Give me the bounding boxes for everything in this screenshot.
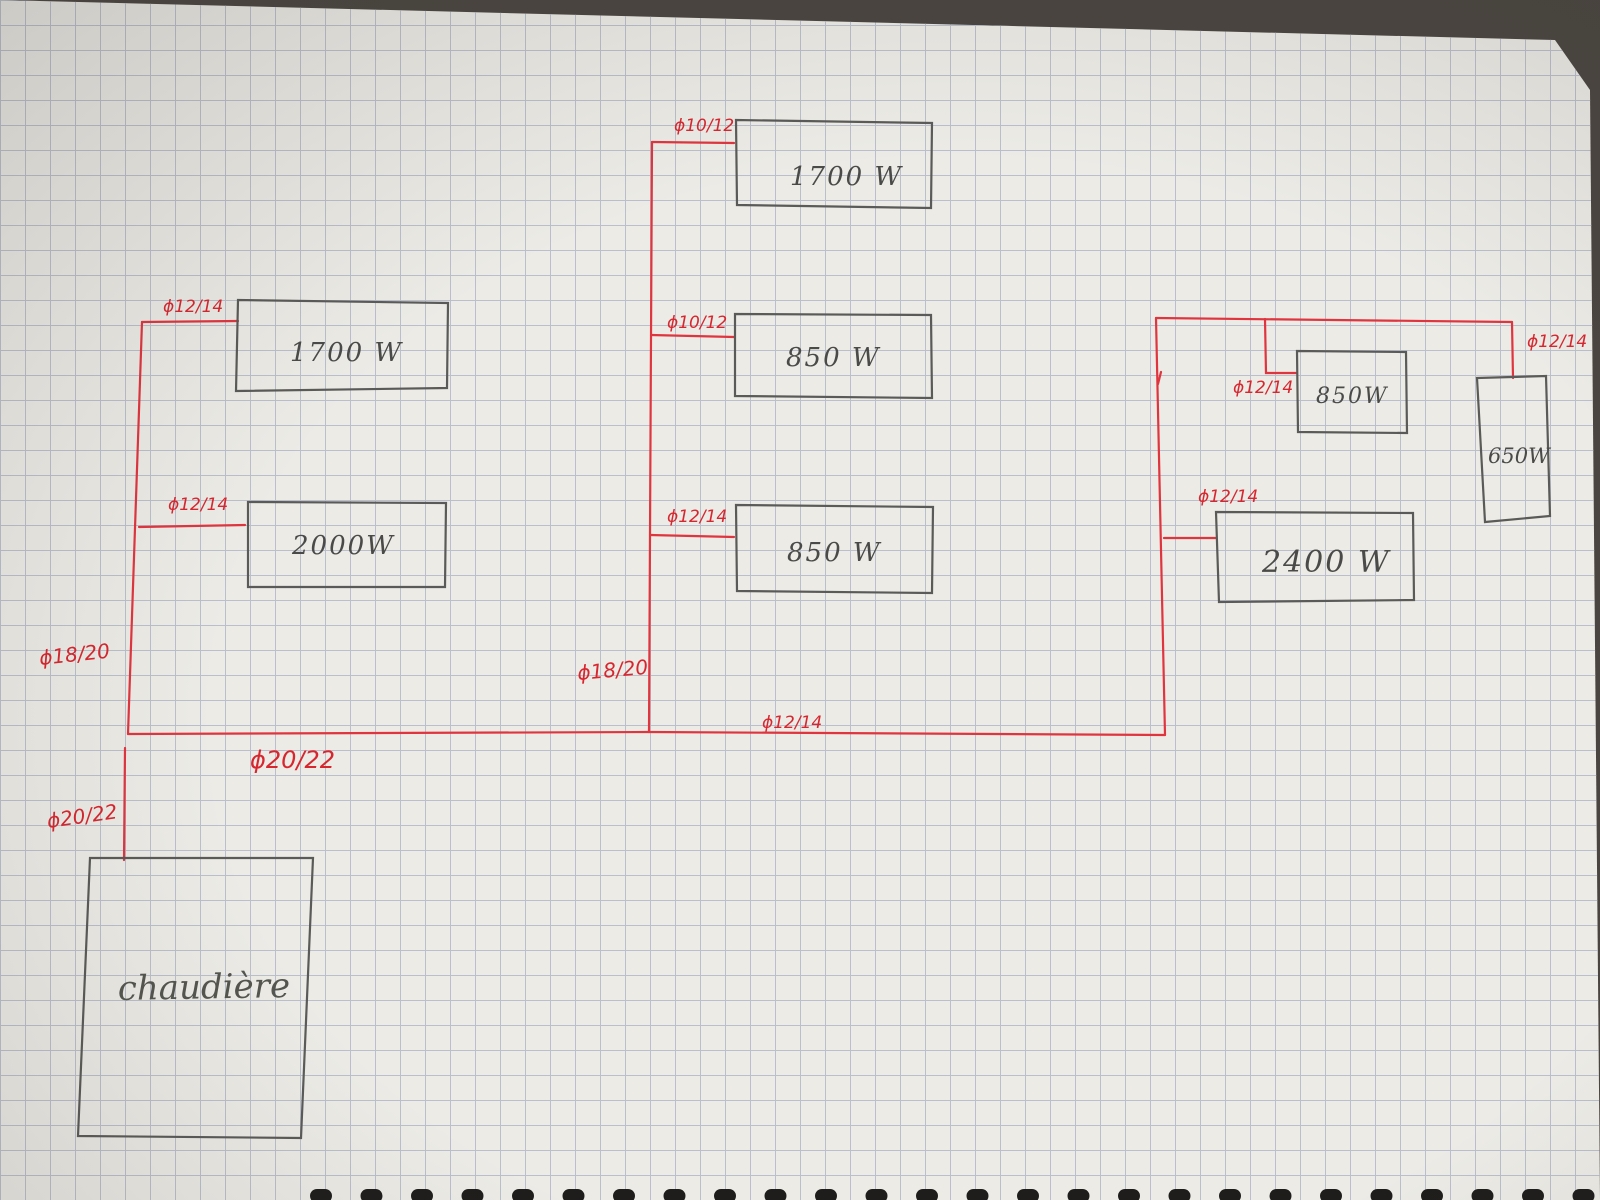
spiral-hole (1219, 1189, 1241, 1200)
radiator-box-8 (1214, 510, 1416, 604)
pipe-left-branch-top (140, 319, 240, 324)
boiler-box (76, 856, 315, 1140)
dia-mid-branch-top: ϕ10/12 (674, 116, 734, 136)
radiator-label-8: 2400 W (1261, 545, 1391, 580)
dia-left-branch-top: ϕ12/14 (163, 297, 223, 317)
radiator-label-1: 1700 W (290, 338, 403, 368)
dia-right-branch-650: ϕ12/14 (1527, 332, 1587, 352)
dia-main-horizontal: ϕ20/22 (250, 746, 335, 774)
pipe-right-riser (1154, 316, 1167, 737)
radiator-label-6: 850W (1316, 384, 1389, 409)
pipe-left-branch-bottom (137, 523, 247, 529)
radiator-box-1 (234, 298, 450, 393)
pencil-boxes (76, 118, 1552, 1140)
radiator-label-5: 850 W (787, 538, 882, 568)
spiral-hole (1421, 1189, 1443, 1200)
spiral-hole (1067, 1189, 1090, 1200)
dia-right-branch-2400: ϕ12/14 (1198, 487, 1258, 507)
radiator-box-3 (734, 118, 934, 210)
spiral-hole (916, 1189, 938, 1200)
spiral-hole (1522, 1189, 1544, 1200)
pipe-right-drop-850 (1263, 317, 1298, 375)
notebook-spiral-holes (310, 1189, 1595, 1200)
pipe-right-drop-650 (1510, 320, 1515, 380)
spiral-hole (1370, 1189, 1393, 1200)
spiral-hole (714, 1189, 736, 1200)
spiral-hole (613, 1189, 635, 1200)
spiral-hole (663, 1189, 686, 1200)
radiator-box-5 (734, 503, 935, 595)
dia-mid-branch-bottom: ϕ12/14 (667, 507, 727, 527)
pipe-left-riser (126, 320, 144, 736)
pipe-main-right-section (647, 730, 1167, 737)
radiator-box-2 (246, 500, 448, 589)
pipe-network (122, 140, 1515, 862)
radiator-box-6 (1295, 349, 1409, 435)
spiral-hole (512, 1189, 534, 1200)
dia-right-horizontal: ϕ12/14 (762, 713, 822, 733)
spiral-hole (1471, 1189, 1494, 1200)
pipe-mid-branch-bottom (648, 533, 736, 539)
pipe-mid-branch-middle (649, 333, 736, 339)
spiral-hole (865, 1189, 888, 1200)
spiral-hole (815, 1189, 837, 1200)
dia-right-branch-850: ϕ12/14 (1233, 378, 1293, 398)
dia-left-riser: ϕ18/20 (38, 639, 111, 670)
spiral-hole (764, 1189, 787, 1200)
dia-boiler-riser: ϕ20/22 (45, 799, 118, 833)
pipe-right-short-tick (1156, 370, 1163, 386)
pipe-mid-branch-top (650, 140, 736, 145)
spiral-hole (1017, 1189, 1039, 1200)
radiator-label-3: 1700 W (790, 162, 903, 192)
spiral-hole (461, 1189, 484, 1200)
spiral-hole (411, 1189, 433, 1200)
radiator-label-7: 650W (1488, 444, 1552, 468)
radiator-label-4: 850 W (786, 343, 881, 373)
pipe-main-left-section (126, 730, 651, 736)
radiator-box-7 (1475, 374, 1552, 524)
radiator-box-4 (733, 312, 934, 400)
spiral-hole (360, 1189, 383, 1200)
spiral-hole (1118, 1189, 1140, 1200)
spiral-hole (562, 1189, 585, 1200)
pipe-right-horizontal-top (1154, 316, 1514, 324)
radiator-label-2: 2000W (291, 531, 395, 561)
dia-mid-riser: ϕ18/20 (576, 655, 649, 685)
boiler-label: chaudière (117, 966, 290, 1009)
pipe-boiler-riser (122, 746, 127, 862)
spiral-hole (1572, 1189, 1595, 1200)
spiral-hole (1168, 1189, 1191, 1200)
box-labels: chaudière 1700 W 2000W 1700 W 850 W 850 … (117, 162, 1552, 1009)
spiral-hole (1320, 1189, 1342, 1200)
spiral-hole (310, 1189, 332, 1200)
spiral-hole (1269, 1189, 1292, 1200)
dia-mid-branch-middle: ϕ10/12 (667, 313, 727, 333)
spiral-hole (966, 1189, 989, 1200)
pipe-mid-riser (647, 140, 654, 734)
dia-left-branch-bottom: ϕ12/14 (168, 495, 228, 515)
pipe-diameter-labels: ϕ20/22 ϕ20/22 ϕ18/20 ϕ12/14 ϕ12/14 ϕ18/2… (38, 116, 1587, 833)
